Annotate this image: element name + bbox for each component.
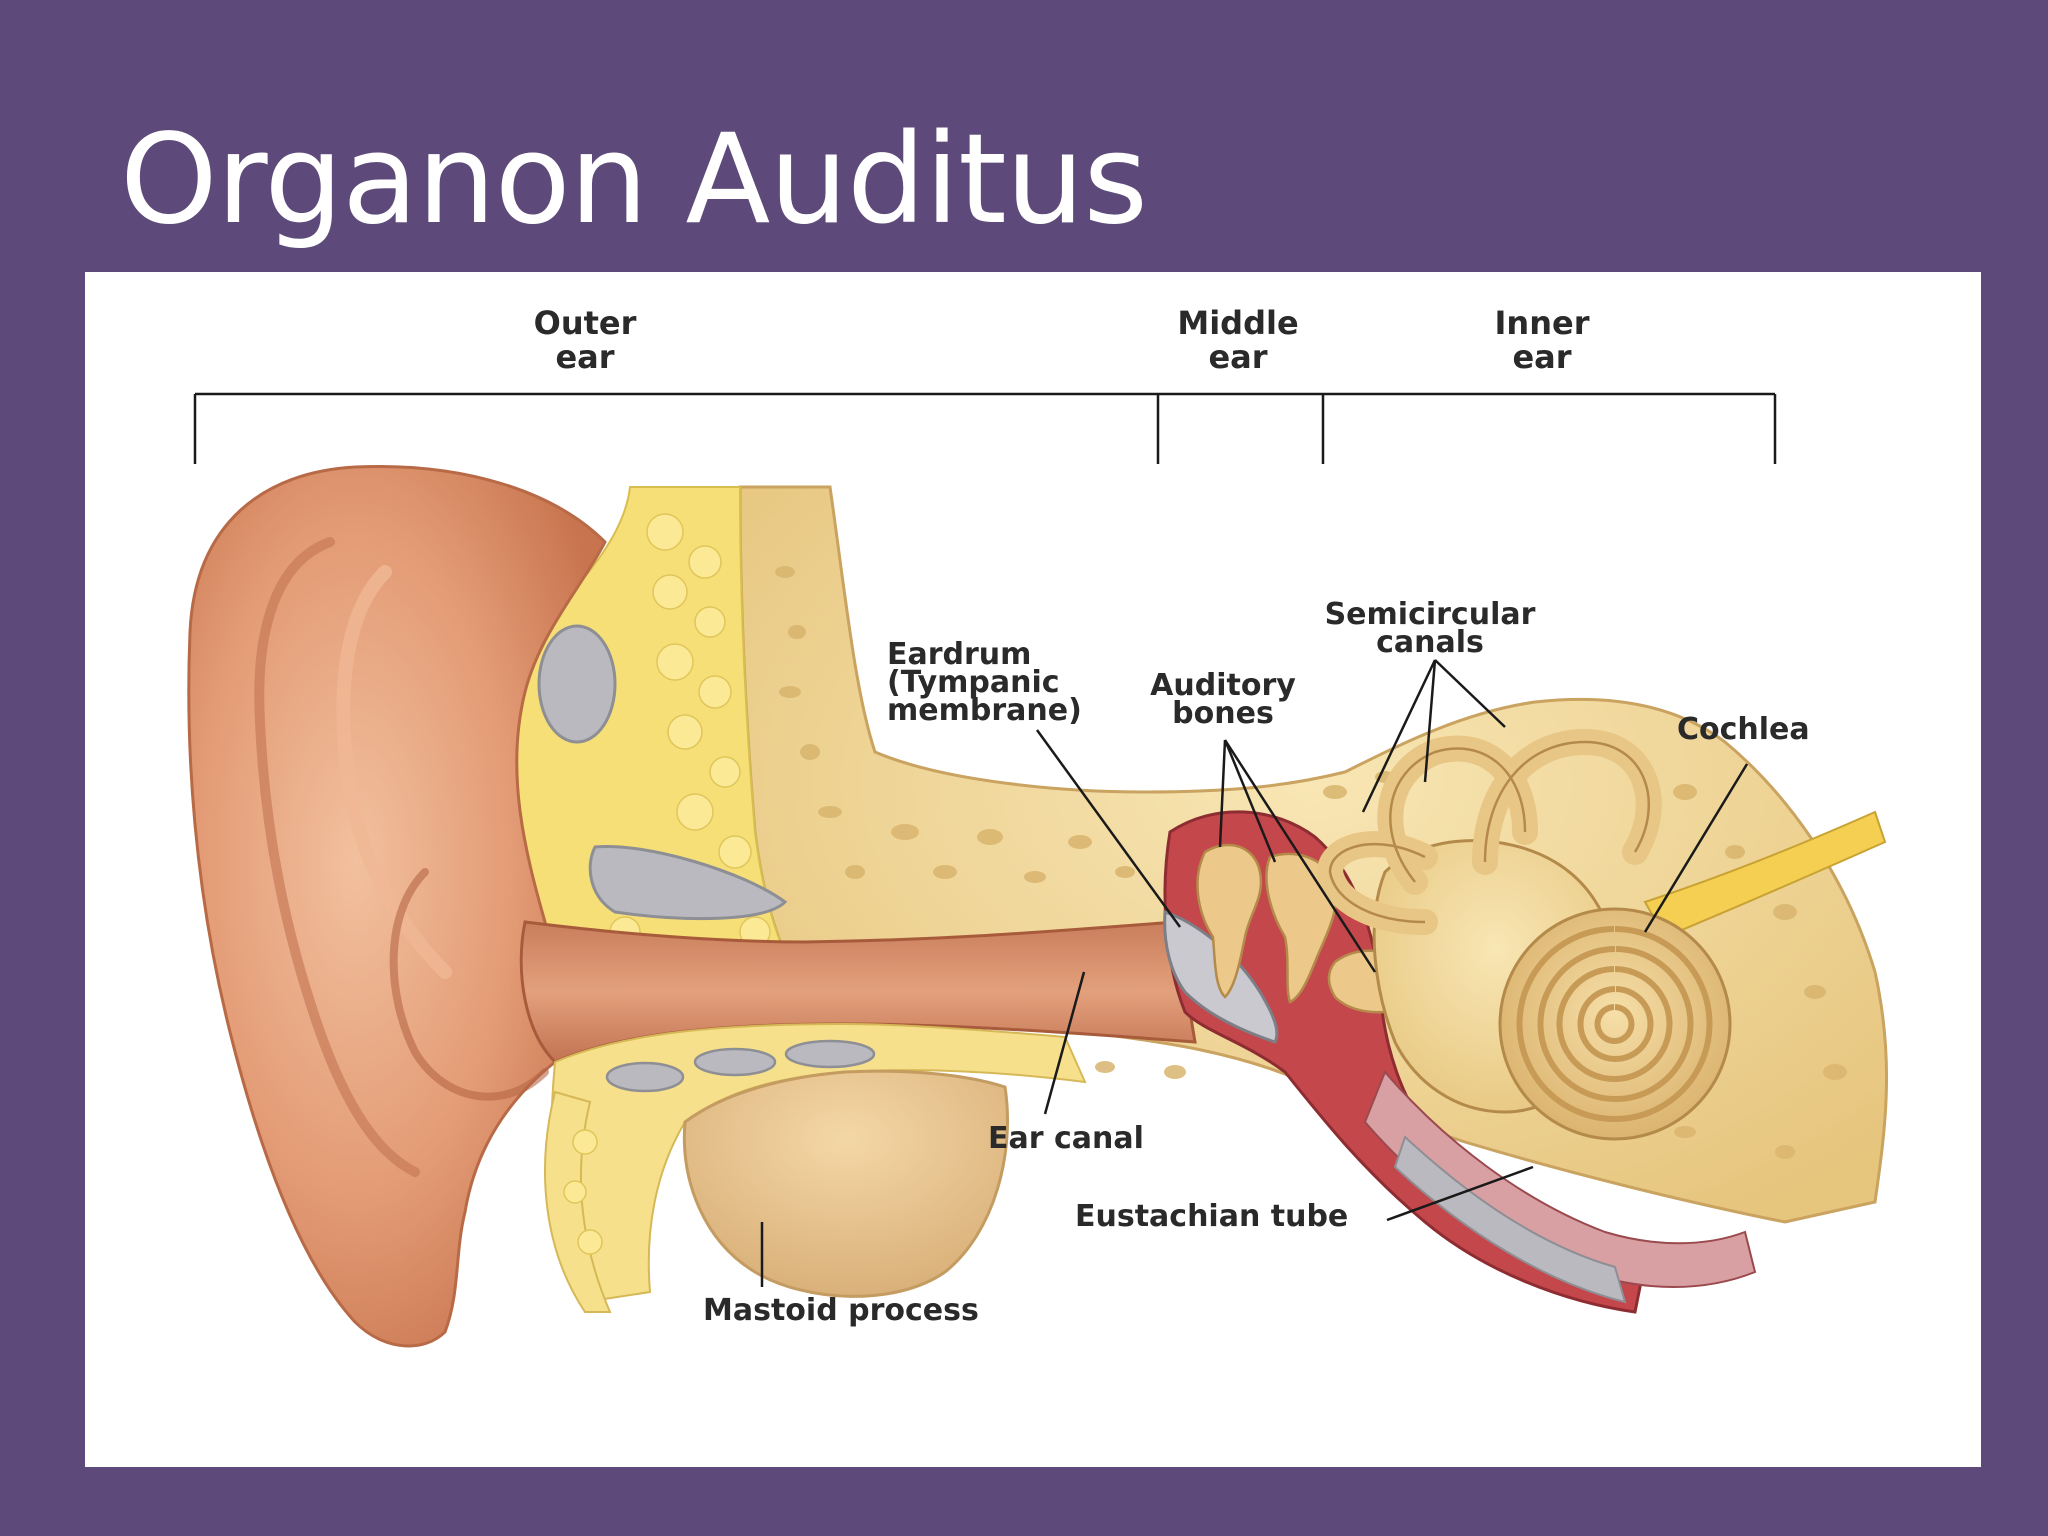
- leader-lines: [760, 659, 1749, 1287]
- cochlea: [1498, 907, 1732, 1141]
- semicircular-canals-label-line2: canals: [1376, 625, 1484, 660]
- eardrum-label-line3: membrane): [887, 693, 1082, 728]
- cartilage-lower: [588, 844, 788, 921]
- semicircular-canals-label-line1: Semicircular: [1325, 597, 1536, 632]
- inner-ear-label-line1: Inner: [1495, 304, 1590, 342]
- cartilage-canal-3: [784, 1039, 876, 1069]
- eustachian-tube-label: Eustachian tube: [1075, 1199, 1348, 1234]
- outer-ear-label-line1: Outer: [534, 304, 637, 342]
- auricle-concha: [389, 868, 549, 1101]
- cartilage-upper: [537, 624, 617, 744]
- inner-ear-label-line2: ear: [1512, 338, 1571, 376]
- label-semicircular-canals: Semicircular canals: [1325, 597, 1536, 660]
- section-label-inner-ear: Inner ear: [1495, 304, 1590, 376]
- eustachian-tube-wall: [1393, 1135, 1627, 1304]
- mastoid-process: [682, 1069, 1009, 1298]
- malleus: [1196, 843, 1263, 999]
- slide-title: Organon Auditus: [120, 108, 1148, 252]
- eardrum-label-line2: (Tympanic: [887, 665, 1060, 700]
- cartilage-canal-1: [605, 1061, 685, 1093]
- ear-diagram-panel: Outer ear Middle ear Inner ear: [85, 272, 1981, 1467]
- section-label-middle-ear: Middle ear: [1177, 304, 1298, 376]
- ear-anatomy-diagram: Outer ear Middle ear Inner ear: [187, 304, 1889, 1348]
- label-eardrum: Eardrum (Tympanic membrane): [887, 637, 1082, 728]
- eardrum-label-line1: Eardrum: [887, 637, 1031, 672]
- section-label-outer-ear: Outer ear: [534, 304, 637, 376]
- auricle-helix-fold: [254, 537, 420, 1177]
- auricle-antihelix: [336, 565, 452, 979]
- mastoid-process-label: Mastoid process: [703, 1293, 979, 1328]
- outer-ear-label-line2: ear: [555, 338, 614, 376]
- middle-ear-label-line2: ear: [1208, 338, 1267, 376]
- lower-fat-lobules: [563, 1129, 603, 1255]
- label-auditory-bones: Auditory bones: [1150, 668, 1296, 731]
- section-brackets: [193, 392, 1777, 464]
- auditory-bones-label-line2: bones: [1172, 696, 1274, 731]
- auditory-bones-label-line1: Auditory: [1150, 668, 1296, 703]
- cartilage-canal-2: [693, 1047, 777, 1077]
- middle-ear-label-line1: Middle: [1177, 304, 1298, 342]
- cochlea-label: Cochlea: [1677, 712, 1810, 747]
- auditory-nerve: [1643, 810, 1887, 939]
- semicircular-canals-outline: [1328, 740, 1650, 924]
- ear-canal-label: Ear canal: [988, 1121, 1144, 1156]
